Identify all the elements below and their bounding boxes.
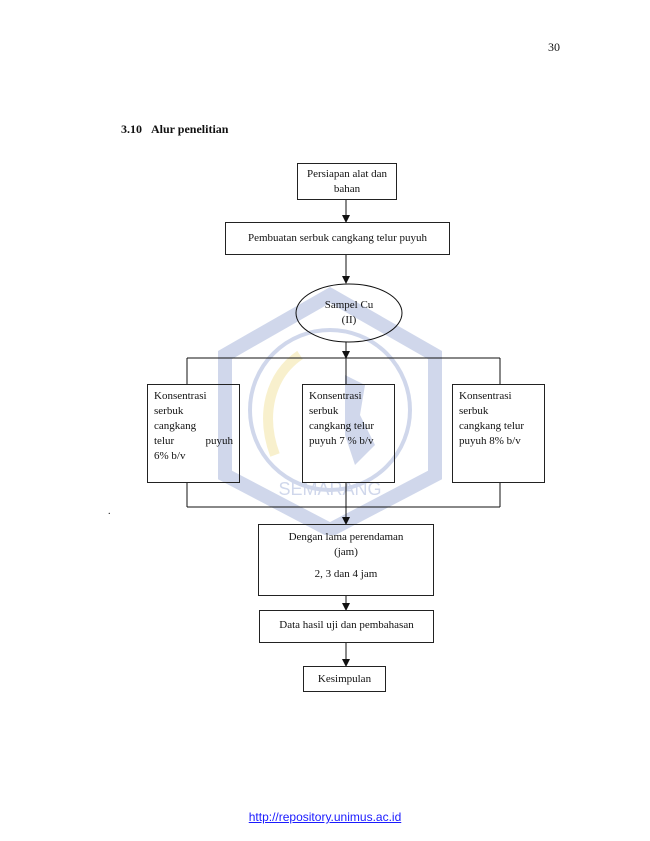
- konsentrasi-8-line4: puyuh 8% b/v: [459, 435, 521, 447]
- konsentrasi-7-line1: Konsentrasi: [309, 390, 362, 402]
- konsentrasi-8-box: Konsentrasi serbuk cangkang telur puyuh …: [452, 384, 545, 483]
- konsentrasi-7-line4: puyuh 7 % b/v: [309, 435, 374, 447]
- step-persiapan-line2: bahan: [333, 183, 361, 195]
- step-persiapan-line1: Persiapan alat dan: [306, 168, 388, 180]
- konsentrasi-7-line2: serbuk: [309, 405, 339, 417]
- konsentrasi-6-line4: telur puyuh: [154, 434, 233, 449]
- konsentrasi-6-line3: cangkang: [154, 420, 197, 432]
- step-perendaman-box: Dengan lama perendaman (jam) 2, 3 dan 4 …: [258, 524, 434, 596]
- step-data-box: Data hasil uji dan pembahasan: [259, 610, 434, 643]
- step-data-label: Data hasil uji dan pembahasan: [279, 619, 414, 631]
- step-pembuatan-box: Pembuatan serbuk cangkang telur puyuh: [225, 222, 450, 255]
- sample-line1: Sampel Cu: [324, 299, 374, 311]
- section-heading: 3.10 Alur penelitian: [121, 122, 228, 137]
- sample-ellipse: [295, 283, 403, 343]
- step-persiapan-box: Persiapan alat dan bahan: [297, 163, 397, 200]
- step-perendaman-line1: Dengan lama perendaman: [288, 531, 404, 543]
- section-title: Alur penelitian: [151, 122, 229, 136]
- step-pembuatan-label: Pembuatan serbuk cangkang telur puyuh: [247, 232, 427, 244]
- konsentrasi-6-box: Konsentrasi serbuk cangkang telur puyuh …: [147, 384, 240, 483]
- step-perendaman-line2: (jam): [334, 546, 358, 558]
- konsentrasi-8-line1: Konsentrasi: [459, 390, 512, 402]
- section-number: 3.10: [121, 122, 142, 136]
- konsentrasi-6-line5: 6% b/v: [154, 450, 186, 462]
- konsentrasi-6-word-b: puyuh: [205, 435, 234, 447]
- university-watermark-logo: SEMARANG: [205, 285, 455, 540]
- sample-line2: (II): [341, 314, 357, 326]
- page-number: 30: [548, 40, 560, 54]
- stray-mark: .: [108, 506, 111, 517]
- konsentrasi-7-line3: cangkang telur: [309, 420, 375, 432]
- konsentrasi-8-line3: cangkang telur: [459, 420, 525, 432]
- konsentrasi-6-line2: serbuk: [154, 405, 184, 417]
- konsentrasi-7-box: Konsentrasi serbuk cangkang telur puyuh …: [302, 384, 395, 483]
- repository-link[interactable]: http://repository.unimus.ac.id: [248, 810, 402, 824]
- step-perendaman-line3: 2, 3 dan 4 jam: [314, 568, 378, 580]
- sample-label: Sampel Cu (II): [296, 298, 402, 328]
- step-kesimpulan-box: Kesimpulan: [303, 666, 386, 692]
- step-kesimpulan-label: Kesimpulan: [317, 673, 372, 685]
- konsentrasi-6-line1: Konsentrasi: [154, 390, 207, 402]
- konsentrasi-6-word-a: telur: [154, 435, 175, 447]
- watermark-bottom-text: SEMARANG: [278, 479, 381, 499]
- konsentrasi-8-line2: serbuk: [459, 405, 489, 417]
